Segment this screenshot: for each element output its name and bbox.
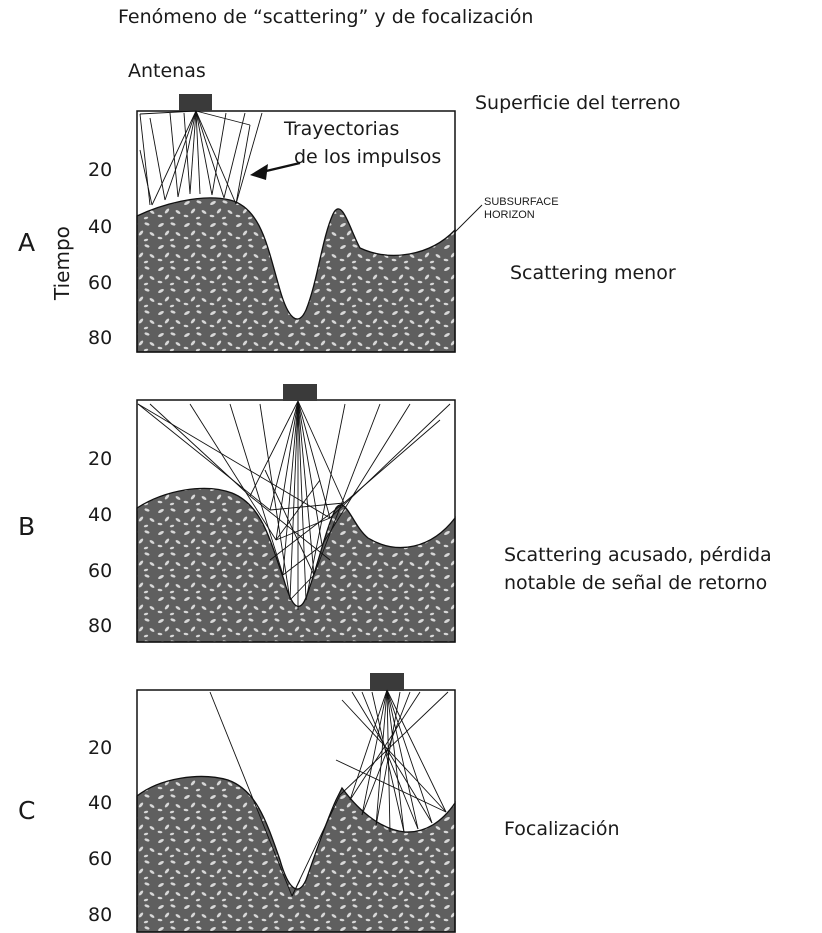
surface-label: Superficie del terreno xyxy=(475,92,681,114)
tick-a-80: 80 xyxy=(88,327,113,349)
panel-c-antenna xyxy=(370,673,404,691)
panel-a-ground xyxy=(136,197,456,353)
tick-b-20: 20 xyxy=(88,448,113,470)
panel-letter-b: B xyxy=(18,512,36,541)
tick-b-80: 80 xyxy=(88,615,113,637)
horizon-label-line1: SUBSURFACE xyxy=(484,196,559,208)
figure-title: Fenómeno de “scattering” y de focalizaci… xyxy=(118,6,534,28)
panel-c-ground xyxy=(136,775,456,933)
tick-c-60: 60 xyxy=(88,848,113,870)
trajectories-label-line1: Trayectorias xyxy=(284,118,400,140)
panel-a xyxy=(136,94,483,353)
tick-a-60: 60 xyxy=(88,272,113,294)
tick-a-40: 40 xyxy=(88,216,113,238)
antenas-label: Antenas xyxy=(128,60,206,82)
tick-a-20: 20 xyxy=(88,159,113,181)
panel-b-antenna xyxy=(283,384,317,401)
caption-c: Focalización xyxy=(504,818,620,840)
panel-letter-a: A xyxy=(18,228,36,257)
tick-b-40: 40 xyxy=(88,504,113,526)
panel-c xyxy=(136,673,456,933)
caption-b-line2: notable de señal de retorno xyxy=(504,572,768,594)
horizon-leader-line xyxy=(454,204,483,233)
trajectories-label-line2: de los impulsos xyxy=(294,146,442,168)
tick-c-80: 80 xyxy=(88,904,113,926)
caption-a: Scattering menor xyxy=(510,262,676,284)
tick-b-60: 60 xyxy=(88,560,113,582)
tick-c-20: 20 xyxy=(88,737,113,759)
panel-b-rays xyxy=(137,400,451,610)
panel-c-frame xyxy=(136,689,456,933)
tick-c-40: 40 xyxy=(88,792,113,814)
trajectories-arrow xyxy=(250,161,301,180)
panel-a-antenna xyxy=(179,94,212,111)
horizon-label-line2: HORIZON xyxy=(484,209,535,221)
panel-c-rays xyxy=(209,689,449,897)
panel-letter-c: C xyxy=(18,796,36,825)
panel-a-rays xyxy=(139,110,263,206)
caption-b-line1: Scattering acusado, pérdida xyxy=(504,544,772,566)
panel-b xyxy=(136,384,456,643)
panel-b-ground xyxy=(136,487,456,643)
